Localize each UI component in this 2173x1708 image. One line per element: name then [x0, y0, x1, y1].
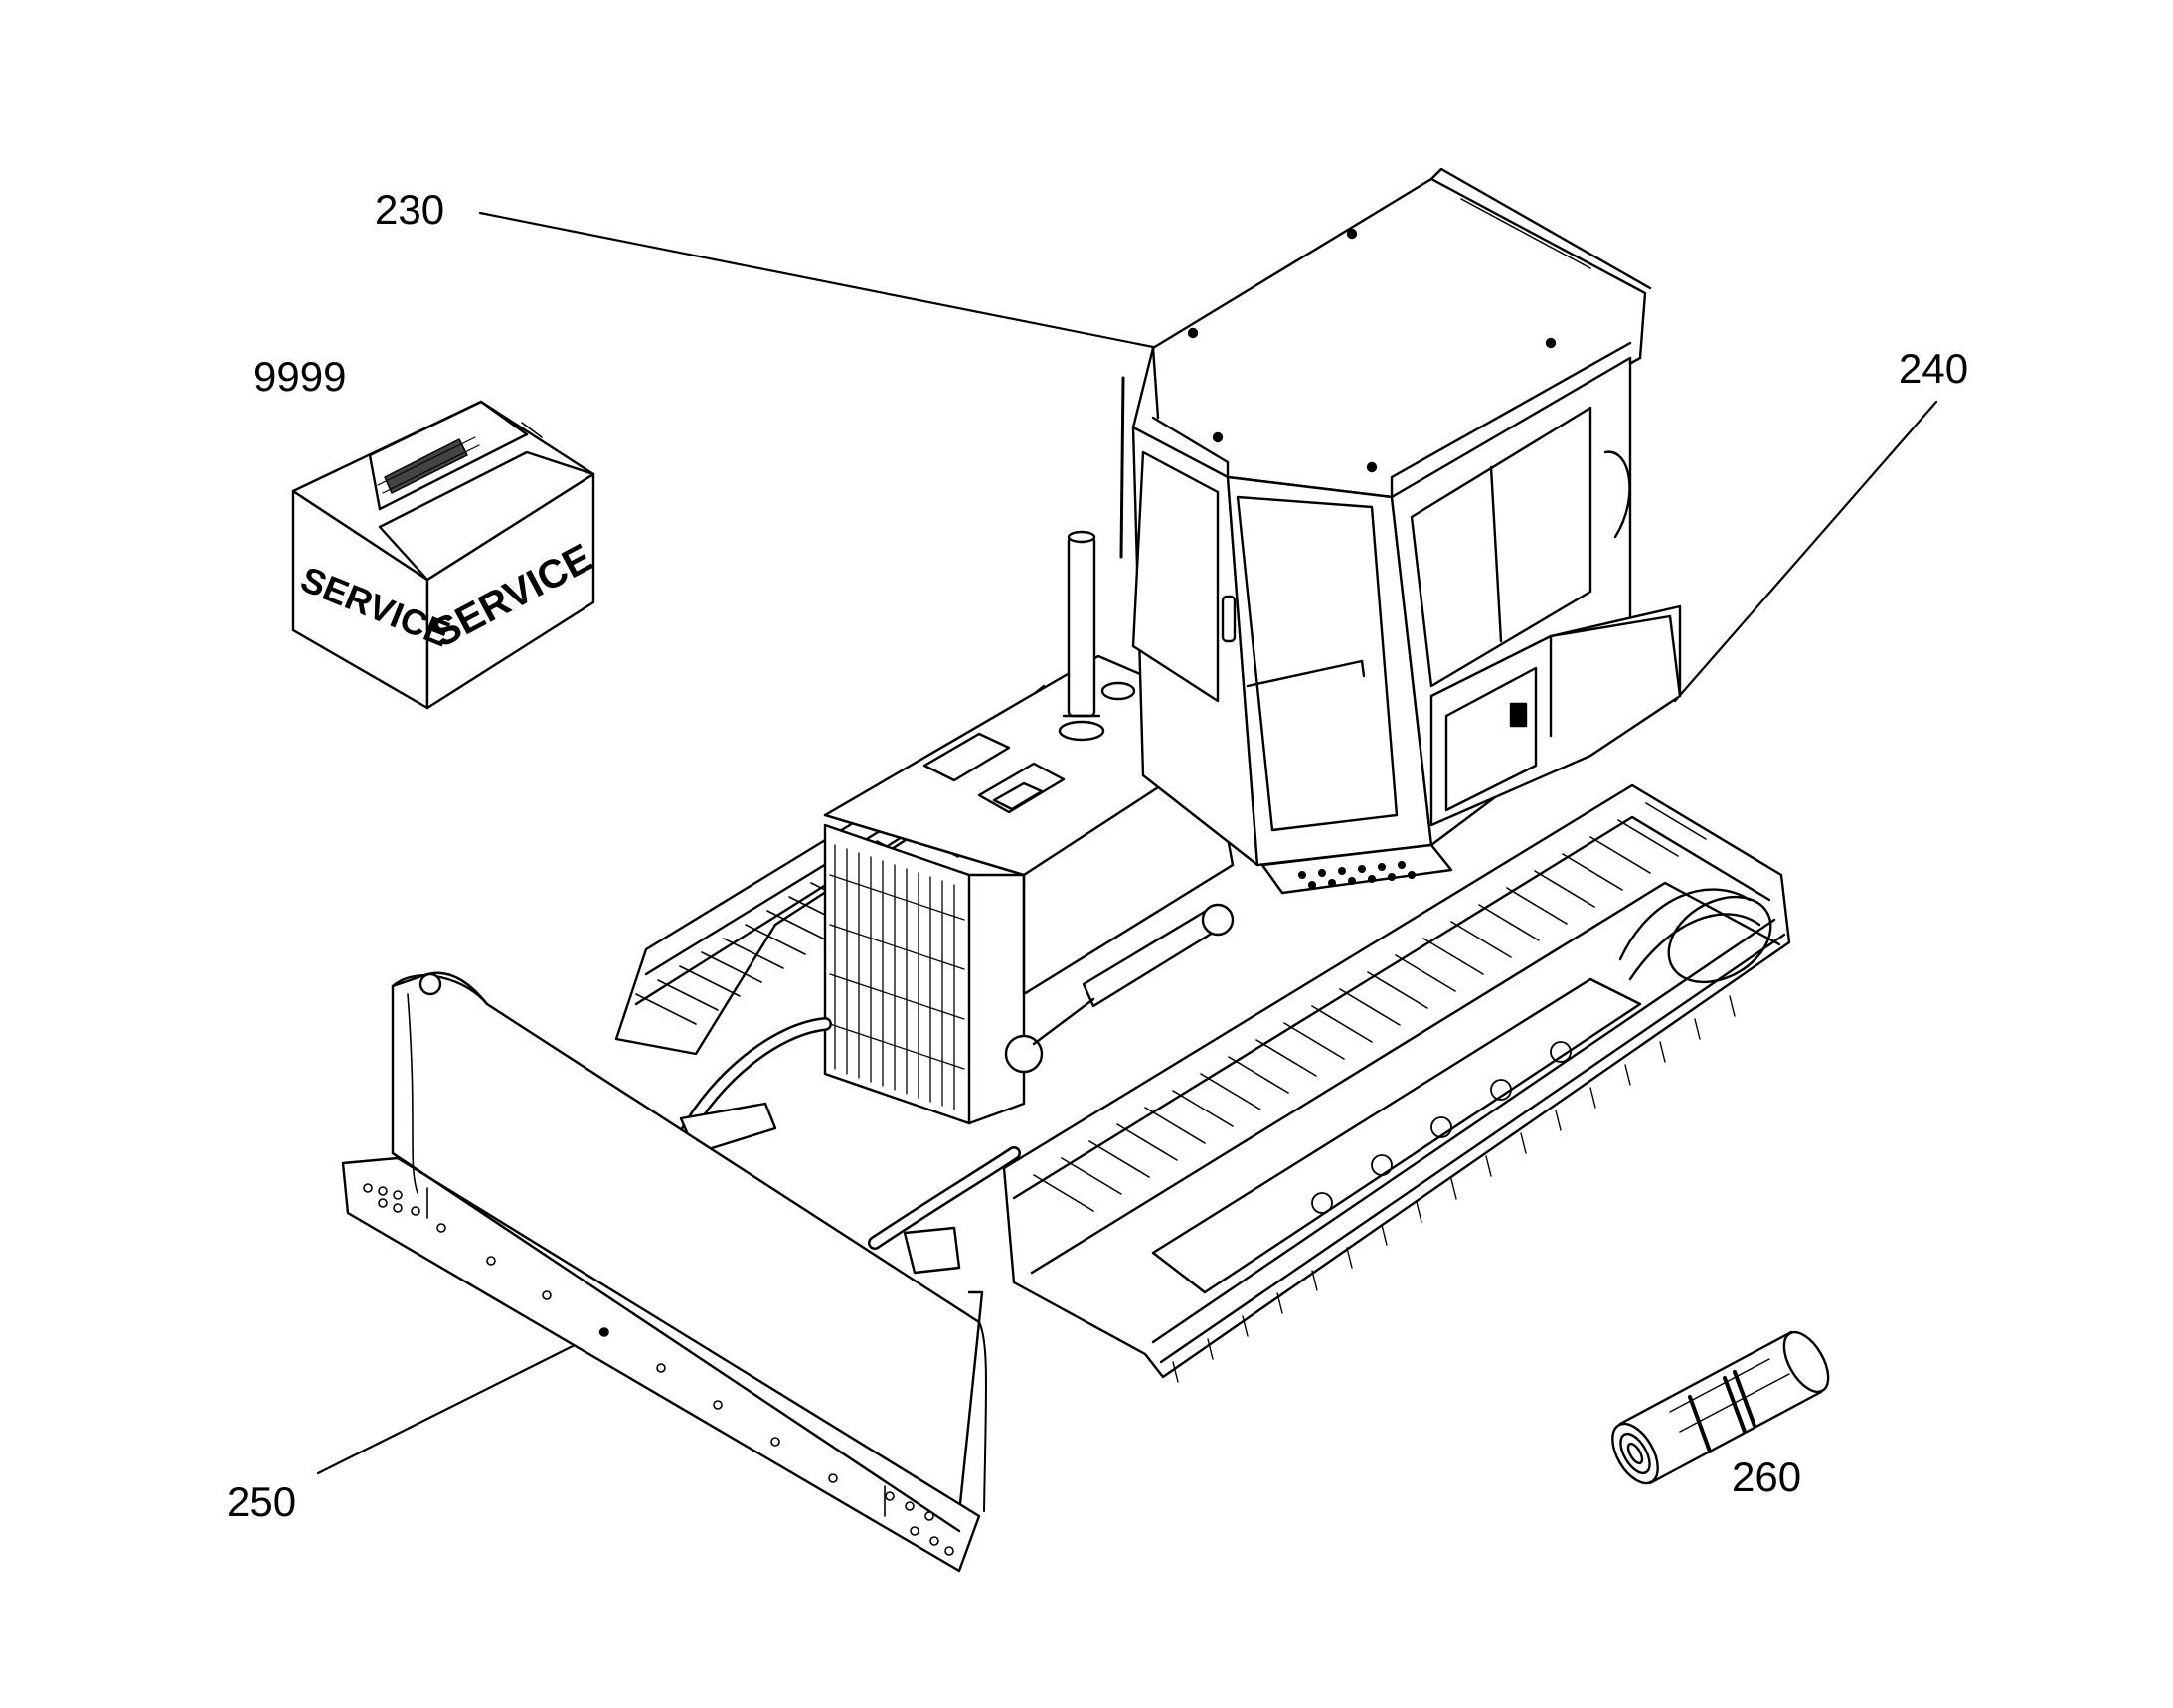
- right-track: [1002, 783, 1791, 1383]
- leader-line-240: [1673, 400, 1938, 703]
- hose-roll: [1611, 1330, 1830, 1485]
- service-box-icon: SERVICE SERVICE: [291, 400, 599, 710]
- operator-cab: [1119, 167, 1682, 895]
- dozer-blade: [341, 971, 988, 1573]
- callout-250: 250: [227, 1478, 297, 1525]
- callout-9999: 9999: [253, 353, 347, 400]
- bulldozer-illustration: [341, 167, 1830, 1573]
- engine-hood: [823, 530, 1240, 1125]
- callout-230: 230: [375, 186, 445, 233]
- callout-260: 260: [1732, 1453, 1802, 1500]
- callout-240: 240: [1899, 345, 1969, 392]
- leader-line-230: [478, 211, 1160, 350]
